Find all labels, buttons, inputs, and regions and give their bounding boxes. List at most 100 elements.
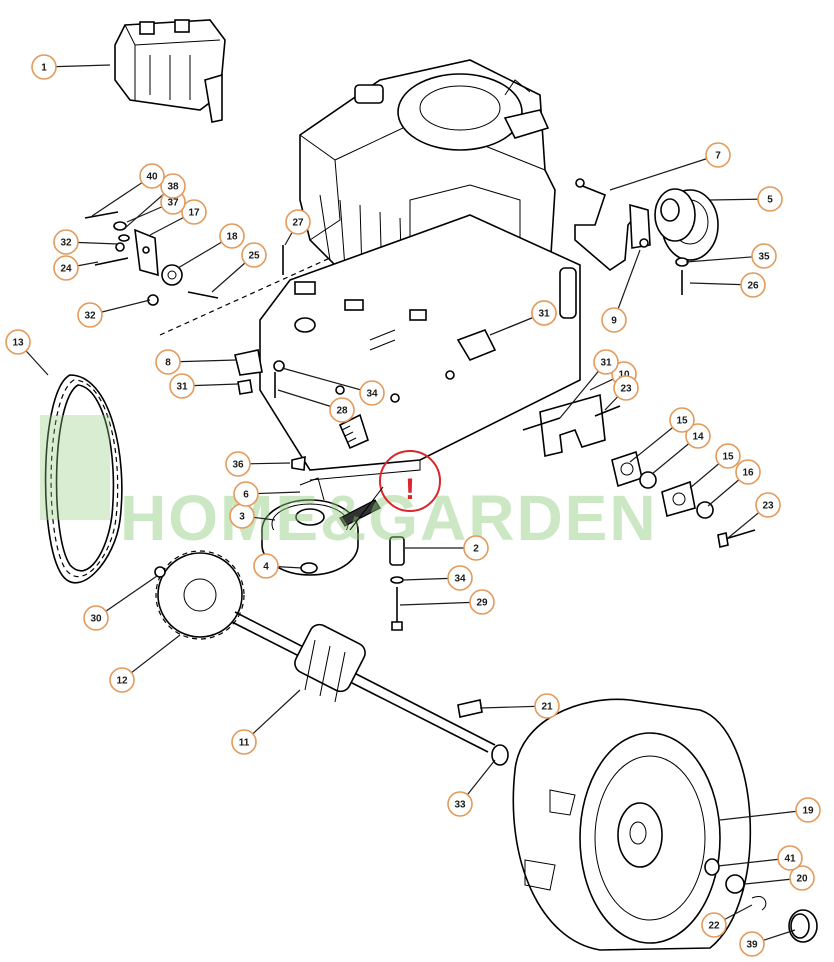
callout-20: 20: [789, 865, 815, 891]
callout-ring: [701, 912, 727, 938]
callout-26: 26: [740, 272, 766, 298]
drive-chain: [44, 374, 123, 584]
callout-ring: [241, 242, 267, 268]
callout-ring: [469, 589, 495, 615]
callout-number: 15: [722, 452, 734, 463]
callout-number: 27: [292, 218, 304, 229]
callout-ring: [181, 199, 207, 225]
callout-ring: [735, 459, 761, 485]
callout-number: 23: [762, 501, 774, 512]
callout-number: 41: [784, 854, 796, 865]
callout-23: 23: [613, 375, 639, 401]
callout-number: 31: [538, 309, 550, 320]
callout-number: 13: [12, 338, 24, 349]
sprocket: [154, 550, 245, 640]
callout-number: 31: [176, 382, 188, 393]
callout-24: 24: [53, 255, 79, 281]
callout-ring: [155, 349, 181, 375]
callout-leader: [399, 601, 483, 606]
rear-wheel: [512, 698, 818, 951]
callout-number: 32: [84, 311, 96, 322]
callout-number: 34: [366, 389, 378, 400]
callout-leader: [281, 367, 373, 394]
callout-ring: [53, 229, 79, 255]
callout-18: 18: [219, 223, 245, 249]
callout-number: 20: [796, 874, 808, 885]
callout-number: 18: [226, 232, 238, 243]
callout-number: 24: [60, 264, 72, 275]
callout-16: 16: [735, 459, 761, 485]
callout-leader: [609, 154, 719, 191]
callout-number: 37: [167, 198, 179, 209]
callout-number: 31: [600, 358, 612, 369]
callout-36: 36: [225, 451, 251, 477]
callout-ring: [751, 243, 777, 269]
callout-ring: [739, 931, 765, 957]
callout-4: 4: [253, 553, 279, 579]
callout-1: 1: [31, 54, 57, 80]
callout-ring: [601, 307, 627, 333]
callout-number: 10: [618, 370, 630, 381]
callout-ring: [669, 407, 695, 433]
callout-22: 22: [701, 912, 727, 938]
callout-number: 5: [767, 195, 773, 206]
left-small-parts: [84, 211, 306, 471]
callout-ring: [447, 791, 473, 817]
callout-38: 38: [160, 173, 186, 199]
callout-number: 14: [692, 432, 704, 443]
callout-leader: [685, 255, 765, 263]
callout-29: 29: [469, 589, 495, 615]
callout-31: 31: [593, 349, 619, 375]
callout-6: 6: [233, 481, 259, 507]
callout-number: 4: [263, 562, 269, 573]
callout-41: 41: [777, 845, 803, 871]
callout-number: 11: [239, 738, 250, 749]
right-small-parts: [456, 178, 756, 548]
callout-ring: [757, 186, 783, 212]
callout-ring: [231, 729, 257, 755]
gearbox-assembly: [114, 19, 226, 123]
callout-7: 7: [705, 142, 731, 168]
callout-number: 2: [473, 544, 479, 555]
callout-number: 29: [476, 598, 488, 609]
callout-number: 7: [715, 151, 721, 162]
callout-number: 26: [747, 281, 759, 292]
callout-ring: [447, 565, 473, 591]
callout-ring: [225, 451, 251, 477]
callout-8: 8: [155, 349, 181, 375]
callout-ring: [359, 380, 385, 406]
callout-ring: [139, 163, 165, 189]
callout-number: 15: [676, 416, 688, 427]
callout-ring: [53, 255, 79, 281]
callout-number: 34: [454, 574, 466, 585]
callout-34: 34: [447, 565, 473, 591]
callout-35: 35: [751, 243, 777, 269]
callout-number: 38: [167, 182, 179, 193]
callout-ring: [83, 605, 109, 631]
callout-ring: [169, 373, 195, 399]
callout-40: 40: [139, 163, 165, 189]
callout-ring: [219, 223, 245, 249]
callout-39: 39: [739, 931, 765, 957]
callout-ring: [789, 865, 815, 891]
callout-ring: [285, 209, 311, 235]
callout-ring: [160, 173, 186, 199]
callout-ring: [593, 349, 619, 375]
deck-plate: [159, 214, 581, 481]
callout-number: 40: [146, 172, 158, 183]
callout-ring: [534, 693, 560, 719]
watermark-text: HOME&GARDEN: [120, 482, 658, 554]
callout-32: 32: [77, 302, 103, 328]
callout-number: 8: [165, 358, 171, 369]
drive-axle: [231, 611, 509, 766]
callout-15: 15: [715, 443, 741, 469]
callout-number: 36: [232, 460, 244, 471]
callout-31: 31: [531, 300, 557, 326]
warning-icon: !: [405, 473, 415, 506]
callout-19: 19: [795, 797, 821, 823]
callout-25: 25: [241, 242, 267, 268]
callout-labels: 1234567891011121314151516171819202122232…: [5, 54, 821, 957]
callout-32: 32: [53, 229, 79, 255]
callout-ring: [329, 397, 355, 423]
